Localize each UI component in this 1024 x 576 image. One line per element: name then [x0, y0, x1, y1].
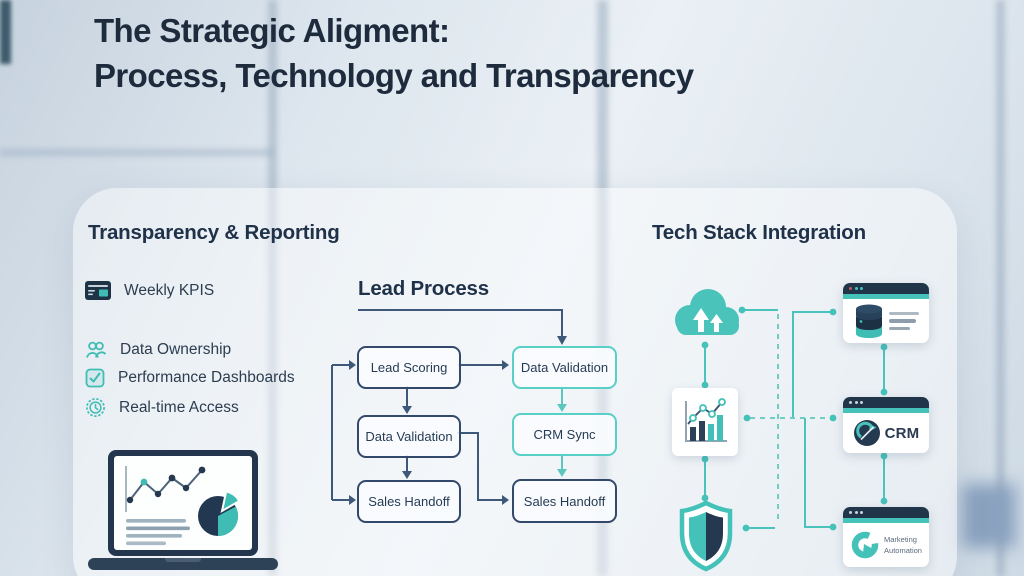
traffic-dot — [854, 287, 858, 290]
page-title: The Strategic Aligment: Process, Technol… — [94, 8, 694, 98]
analytics-card — [672, 388, 738, 456]
realtime-badge-icon — [86, 398, 105, 417]
card-header — [843, 397, 929, 408]
card-body: Marketing Automation — [843, 523, 929, 567]
tech-stack-heading: Tech Stack Integration — [652, 221, 866, 244]
background-shape — [962, 484, 1016, 548]
integration-connectors — [701, 306, 888, 532]
card-accent-strip — [843, 408, 929, 413]
window-frame-horizontal — [0, 149, 273, 156]
title-line-2: Process, Technology and Transparency — [94, 57, 694, 95]
bar-chart-icon — [685, 398, 727, 442]
card-header — [843, 283, 929, 294]
window-mullion — [597, 0, 608, 576]
performance-checkbox-icon — [85, 368, 105, 388]
feature-item: Weekly KPIS — [85, 281, 214, 301]
cloud-upload-icon — [675, 289, 739, 335]
crm-sync-icon — [853, 420, 880, 446]
weekly-kpi-card-icon — [85, 281, 111, 300]
text-lines — [889, 311, 919, 331]
flow-node-crm-sync: CRM Sync — [512, 413, 617, 456]
data-ownership-icon — [86, 341, 107, 358]
marketing-label: Marketing Automation — [884, 534, 922, 557]
window-mullion — [268, 0, 277, 576]
feature-label: Weekly KPIS — [124, 282, 215, 299]
laptop-screen — [108, 450, 258, 556]
traffic-dot — [860, 401, 863, 404]
flowchart-connectors — [331, 309, 567, 505]
marketing-automation-icon — [851, 531, 879, 559]
traffic-dot — [849, 511, 852, 514]
traffic-dot — [849, 401, 852, 404]
transparency-heading: Transparency & Reporting — [88, 221, 340, 244]
window-mullion — [996, 0, 1005, 576]
traffic-dot — [849, 287, 852, 290]
card-accent-strip — [843, 518, 929, 523]
browser-card-marketing: Marketing Automation — [843, 507, 929, 567]
feature-label: Data Ownership — [120, 341, 232, 358]
database-icon — [856, 304, 882, 338]
marketing-label-line2: Automation — [884, 546, 922, 555]
security-shield-icon — [679, 500, 733, 572]
feature-item: Data Ownership — [85, 339, 231, 361]
lead-process-heading: Lead Process — [358, 277, 489, 300]
traffic-dot — [860, 511, 863, 514]
flow-node-lead-scoring: Lead Scoring — [357, 346, 461, 389]
laptop-illustration — [88, 446, 278, 574]
flow-node-data-validation-top: Data Validation — [512, 346, 617, 389]
feature-label: Performance Dashboards — [118, 369, 295, 386]
browser-card-database — [843, 283, 929, 343]
card-body: CRM — [843, 413, 929, 453]
laptop-base — [88, 558, 278, 570]
laptop-screen-content — [114, 456, 252, 550]
laptop-base-notch — [165, 558, 201, 562]
flow-node-sales-handoff-left: Sales Handoff — [357, 480, 461, 523]
feature-label: Real-time Access — [119, 398, 239, 416]
flow-node-data-validation-mid: Data Validation — [357, 415, 461, 458]
feature-item: Performance Dashboards — [85, 368, 295, 388]
crm-label: CRM — [884, 424, 920, 442]
traffic-dot — [854, 401, 858, 404]
card-accent-strip — [843, 294, 929, 299]
feature-item: Real-time Access — [85, 397, 239, 418]
card-body — [843, 299, 929, 343]
traffic-dot — [854, 511, 858, 514]
title-line-1: The Strategic Aligment: — [94, 12, 450, 49]
flow-node-sales-handoff-right: Sales Handoff — [512, 479, 617, 523]
traffic-dot — [860, 287, 863, 290]
card-header — [843, 507, 929, 518]
marketing-label-line1: Marketing — [884, 534, 917, 544]
browser-card-crm: CRM — [843, 397, 929, 453]
analytics-dashboard-graphic — [125, 466, 241, 546]
background-shape — [0, 0, 11, 64]
